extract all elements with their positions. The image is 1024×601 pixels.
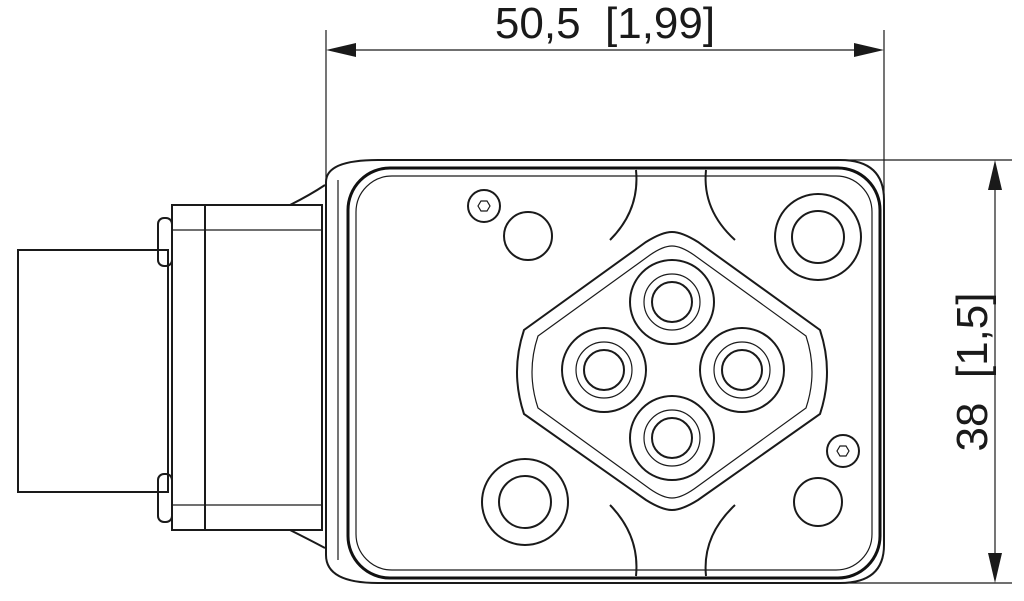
rear-connector: [17, 184, 326, 549]
width-dimension-label: 50,5 [1,99]: [495, 0, 715, 48]
height-dimension-label: 38 [1,5]: [948, 292, 997, 451]
arrow-down-icon: [988, 553, 1002, 583]
contact-pin-top: [629, 259, 715, 345]
contact-pin-right: [699, 327, 785, 413]
arrow-left-icon: [326, 43, 356, 57]
mounting-hole-bottom-left: [481, 458, 569, 546]
mounting-hole-top-right: [774, 193, 862, 281]
contact-pin-left: [561, 327, 647, 413]
hex-screw-top: [467, 189, 501, 223]
hex-screw-bottom: [826, 434, 860, 468]
guide-post-bottom-right: [793, 477, 843, 527]
arrow-right-icon: [854, 43, 884, 57]
arrow-up-icon: [988, 160, 1002, 190]
width-dimension: 50,5 [1,99]: [325, 0, 885, 195]
guide-post-top-left: [503, 211, 553, 261]
contact-pin-bottom: [629, 395, 715, 481]
receptacle-body: [325, 159, 885, 584]
height-dimension: 38 [1,5]: [830, 159, 1012, 584]
